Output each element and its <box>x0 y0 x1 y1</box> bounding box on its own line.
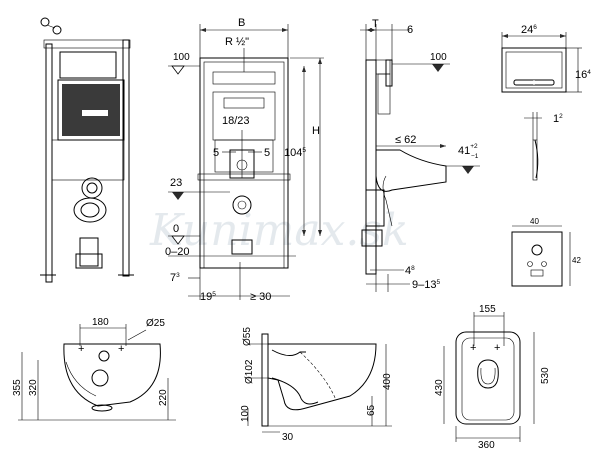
bowl-dim-220: 220 <box>158 389 169 406</box>
dim-ge-30: ≥ 30 <box>250 291 271 303</box>
dim-104-5: 1045 <box>284 147 306 159</box>
flush-plate-side: 12 <box>524 112 563 181</box>
bowl-cross-right: + <box>118 343 124 355</box>
frame-3d-illustration <box>40 17 134 283</box>
bowl-dim-355: 355 <box>12 379 23 396</box>
bowl-side-section: Ø55 Ø102 100 400 65 30 <box>240 327 393 443</box>
bowl-front-view: + + 180 Ø25 355 320 220 <box>12 317 176 421</box>
dim-19-5: 195 <box>200 291 216 303</box>
top-dim-155: 155 <box>479 304 496 315</box>
dim-6: 6 <box>407 24 413 36</box>
dim-T: T <box>372 18 379 30</box>
pad-height: 42 <box>572 256 581 265</box>
dim-9-13-5: 9–135 <box>412 279 440 291</box>
side-dim-65: 65 <box>366 404 377 416</box>
bowl-dim-320: 320 <box>28 379 39 396</box>
plate-width: 246 <box>521 24 537 36</box>
dim-0-20: 0–20 <box>165 246 189 258</box>
level-100-side: 100 <box>430 52 447 63</box>
top-dim-430: 430 <box>434 379 445 396</box>
level-0-front: 0 <box>173 223 179 235</box>
dim-41-tolerance-minus: −1 <box>471 153 479 160</box>
side-dim-100: 100 <box>240 405 251 422</box>
bowl-dim-180: 180 <box>92 317 109 328</box>
dim-B: B <box>238 17 245 29</box>
dim-R: R ½" <box>225 36 249 48</box>
frame-side-view: T 6 100 ≤ 62 41+2 −1 48 9–135 <box>360 18 480 292</box>
bowl-cross-left: + <box>78 343 84 355</box>
top-dim-530: 530 <box>540 367 551 384</box>
top-dim-360: 360 <box>478 440 495 451</box>
side-dim-30: 30 <box>282 432 294 443</box>
level-100-front: 100 <box>173 52 190 63</box>
dim-18-23: 18/23 <box>222 115 250 127</box>
dim-offset-right: 5 <box>264 147 270 159</box>
dim-H: H <box>312 125 320 137</box>
pad-width: 40 <box>530 217 539 226</box>
side-dim-d55: Ø55 <box>242 327 253 346</box>
frame-front-view: B R ½" 100 18/23 5 5 23 0 0–20 H 1045 <box>165 17 324 303</box>
dim-le-62: ≤ 62 <box>395 134 416 146</box>
dim-4-8: 48 <box>405 265 415 277</box>
dim-41: 41+2 <box>458 143 478 157</box>
top-cross-right: + <box>494 342 500 354</box>
bowl-dim-d25: Ø25 <box>146 318 165 329</box>
level-23: 23 <box>170 177 182 189</box>
plate-thickness: 12 <box>553 113 563 125</box>
soundproof-pad: 40 42 <box>511 217 581 287</box>
side-dim-d102-label: Ø102 <box>244 359 255 384</box>
bowl-top-view: + + 155 430 530 360 <box>434 304 551 451</box>
dim-7-3: 73 <box>170 272 180 284</box>
top-cross-left: + <box>470 342 476 354</box>
dim-offset-left: 5 <box>213 147 219 159</box>
side-dim-400: 400 <box>382 373 393 390</box>
plate-height: 164 <box>575 69 591 81</box>
flush-plate-front: 246 164 <box>501 24 591 93</box>
